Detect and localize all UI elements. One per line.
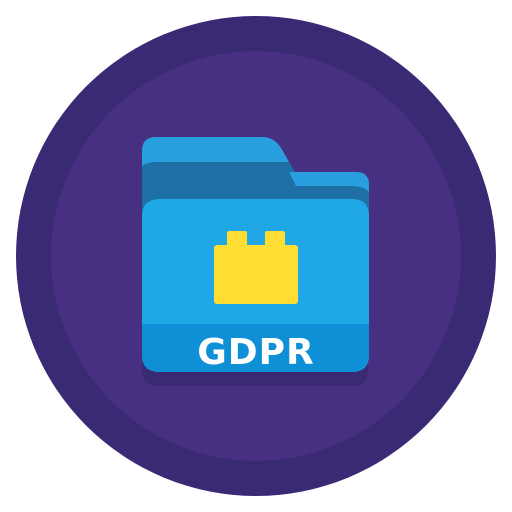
folder-top-edge xyxy=(289,172,369,192)
folder-label-band xyxy=(142,324,369,372)
folder-tab-highlight xyxy=(142,137,289,166)
folder-icon xyxy=(142,137,369,372)
lego-brick-stud-right xyxy=(265,231,285,248)
lego-brick-icon xyxy=(214,231,298,304)
badge-label: GDPR xyxy=(197,332,315,373)
lego-brick-body xyxy=(214,245,298,304)
lego-brick-stud-left xyxy=(227,231,247,248)
